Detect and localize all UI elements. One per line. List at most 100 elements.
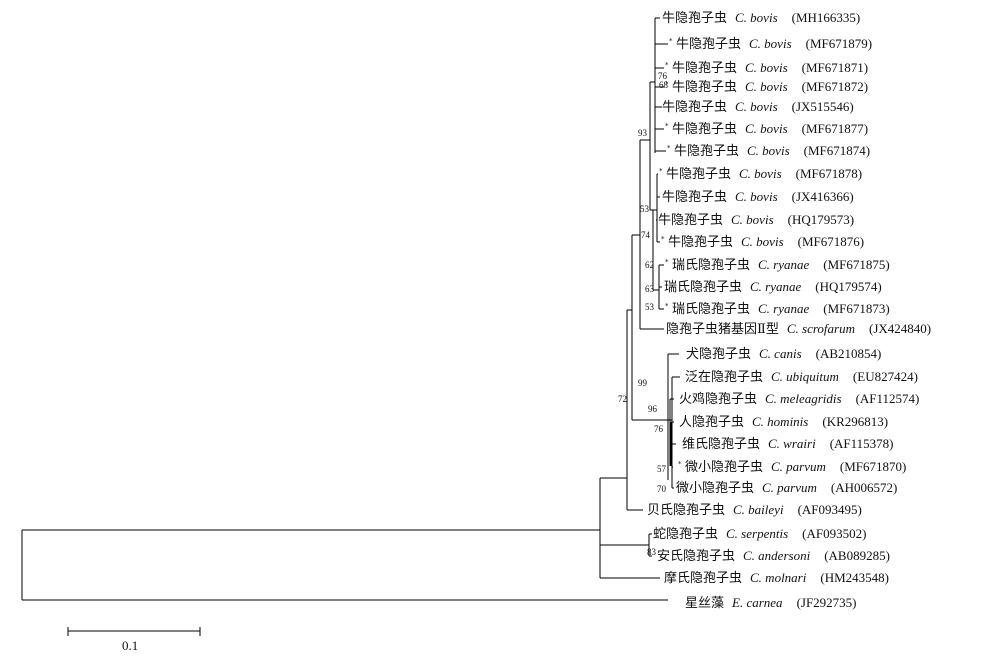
taxon-label: 牛隐孢子虫 C. bovis (MH166335) xyxy=(662,10,860,26)
bootstrap-value: 68 xyxy=(659,80,669,90)
taxon-accession: (MH166335) xyxy=(792,10,861,25)
sequenced-marker: * xyxy=(665,302,669,310)
taxon-accession: (JX515546) xyxy=(792,99,854,114)
taxon-chinese-name: 牛隐孢子虫 xyxy=(672,122,737,137)
taxon-accession: (JX416366) xyxy=(792,189,854,204)
taxon-species-name: C. bovis xyxy=(749,36,792,51)
taxon-label: 牛隐孢子虫 C. bovis (JX515546) xyxy=(662,99,854,115)
bootstrap-value: 62 xyxy=(645,260,654,270)
taxon-species-name: E. carnea xyxy=(731,595,783,610)
taxon-chinese-name: 摩氏隐孢子虫 xyxy=(664,570,742,586)
taxon-accession: (JX424840) xyxy=(869,321,931,336)
taxon-chinese-name: 维氏隐孢子虫 xyxy=(682,437,760,452)
taxon-chinese-name: 蛇隐孢子虫 xyxy=(653,527,718,542)
taxon-accession: (MF671875) xyxy=(823,257,889,272)
taxon-accession: (MF671878) xyxy=(796,166,862,181)
taxon-accession: (AF093495) xyxy=(798,502,862,517)
taxon-chinese-name: 牛隐孢子虫 xyxy=(662,100,727,115)
taxon-chinese-name: 牛隐孢子虫 xyxy=(666,167,731,182)
taxon-label: 蛇隐孢子虫 C. serpentis (AF093502) xyxy=(653,526,866,542)
tree-branches xyxy=(21,17,680,601)
taxon-accession: (JF292735) xyxy=(797,595,857,610)
bootstrap-value: 96 xyxy=(648,404,658,414)
taxon-accession: (AB089285) xyxy=(824,548,890,563)
taxon-species-name: C. bovis xyxy=(735,10,778,25)
taxon-chinese-name: 瑞氏隐孢子虫 xyxy=(672,302,750,317)
sequenced-marker: * xyxy=(678,460,682,468)
taxon-species-name: C. serpentis xyxy=(726,526,788,541)
taxon-accession: (MF671876) xyxy=(798,234,864,249)
taxon-chinese-name: 犬隐孢子虫 xyxy=(686,347,751,362)
bootstrap-value: 76 xyxy=(658,71,668,81)
taxon-accession: (AF115378) xyxy=(830,436,894,451)
taxon-chinese-name: 贝氏隐孢子虫 xyxy=(647,503,725,518)
bootstrap-value: 76 xyxy=(654,424,664,434)
bootstrap-value: 72 xyxy=(618,394,627,404)
bootstrap-value: 63 xyxy=(645,284,655,294)
taxon-species-name: C. ryanae xyxy=(750,279,802,294)
sequenced-marker: * xyxy=(665,61,669,69)
taxon-chinese-name: 泛在隐孢子虫 xyxy=(685,370,763,385)
taxon-chinese-name: 牛隐孢子虫 xyxy=(676,37,741,52)
taxon-chinese-name: 星丝藻 xyxy=(685,596,724,611)
taxon-chinese-name: 人隐孢子虫 xyxy=(679,415,744,430)
taxon-accession: (MF671877) xyxy=(802,121,868,136)
taxon-label: 星丝藻 E. carnea (JF292735) xyxy=(685,595,857,611)
taxon-accession: (AF093502) xyxy=(802,526,866,541)
taxon-species-name: C. ryanae xyxy=(758,301,810,316)
taxon-species-name: C. parvum xyxy=(771,459,826,474)
taxon-species-name: C. ryanae xyxy=(758,257,810,272)
taxon-species-name: C. bovis xyxy=(735,189,778,204)
taxon-species-name: C. bovis xyxy=(741,234,784,249)
bootstrap-value: 83 xyxy=(647,547,657,557)
taxon-species-name: C. bovis xyxy=(747,143,790,158)
taxon-chinese-name: 牛隐孢子虫 xyxy=(672,61,737,76)
sequenced-marker: * xyxy=(669,37,673,45)
taxon-chinese-name: 微小隐孢子虫 xyxy=(685,460,763,475)
taxon-species-name: C. bovis xyxy=(745,79,788,94)
taxon-accession: (MF671871) xyxy=(802,60,868,75)
taxon-label: *牛隐孢子虫 C. bovis (MF671871) xyxy=(665,60,868,76)
sequenced-marker: * xyxy=(665,258,669,266)
taxon-chinese-name: 瑞氏隐孢子虫 xyxy=(664,280,742,295)
taxon-species-name: C. scrofarum xyxy=(787,321,855,336)
taxon-chinese-name: 安氏隐孢子虫 xyxy=(657,549,735,564)
taxon-species-name: C. bovis xyxy=(735,99,778,114)
taxon-species-name: C. bovis xyxy=(745,121,788,136)
taxon-species-name: C. molnari xyxy=(750,570,807,585)
taxon-chinese-name: 牛隐孢子虫 xyxy=(674,144,739,159)
bootstrap-value: 93 xyxy=(638,128,648,138)
taxon-species-name: C. hominis xyxy=(752,414,808,429)
sequenced-marker: * xyxy=(667,144,671,152)
taxon-chinese-name: 牛隐孢子虫 xyxy=(662,11,727,26)
taxon-species-name: C. bovis xyxy=(731,212,774,227)
taxon-accession: (KR296813) xyxy=(822,414,888,429)
taxon-chinese-name: 微小隐孢子虫 xyxy=(676,481,754,496)
bootstrap-value: 53 xyxy=(645,302,655,312)
taxon-accession: (MF671870) xyxy=(840,459,906,474)
taxon-accession: (AH006572) xyxy=(831,480,897,495)
taxon-species-name: C. bovis xyxy=(745,60,788,75)
bootstrap-value: 70 xyxy=(657,484,667,494)
taxon-chinese-name: 牛隐孢子虫 xyxy=(662,190,727,205)
taxon-chinese-name: 牛隐孢子虫 xyxy=(672,80,737,95)
